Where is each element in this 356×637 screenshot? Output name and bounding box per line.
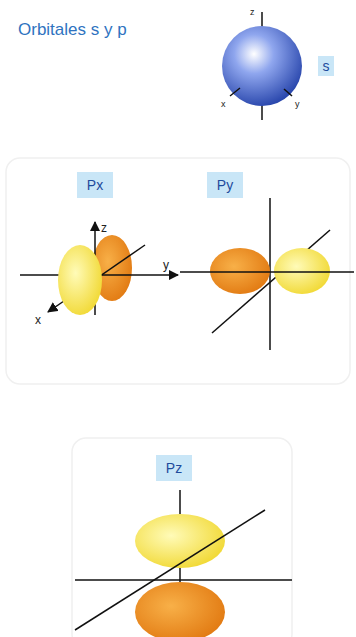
orbital-label-box: Py xyxy=(207,172,243,198)
pz-orbital xyxy=(75,490,292,637)
axis-line xyxy=(75,510,265,630)
orbital-name: Pz xyxy=(166,461,182,475)
diagram-title: Orbitales s y p xyxy=(18,21,127,40)
orbital-name: s xyxy=(323,59,330,73)
orbital-label-box: s xyxy=(318,56,334,76)
axis-label: y xyxy=(295,100,300,109)
orbital-lobe xyxy=(210,248,270,294)
axis-line xyxy=(261,12,263,28)
orbital-name: Py xyxy=(217,178,233,192)
orbital-name: Px xyxy=(87,178,103,192)
panel-outline xyxy=(6,158,350,384)
orbital-label-box: Pz xyxy=(156,455,192,481)
axis-line xyxy=(261,104,263,120)
px-orbital xyxy=(20,222,178,315)
axis-label: z xyxy=(250,8,255,17)
py-orbital xyxy=(180,198,354,350)
s-sphere xyxy=(222,26,302,106)
axis-label: x xyxy=(35,314,41,326)
orbital-lobe xyxy=(58,245,102,315)
axis-line xyxy=(230,88,240,96)
orbital-lobe xyxy=(135,514,225,568)
axis-label: x xyxy=(221,100,226,109)
panel-outline xyxy=(72,438,292,637)
axis-line xyxy=(284,89,292,96)
s-orbital xyxy=(222,12,302,120)
orbital-lobe xyxy=(135,582,225,637)
axis-line xyxy=(180,271,354,273)
axis-label: y xyxy=(163,259,169,271)
orbital-label-box: Px xyxy=(77,172,113,198)
axis-line xyxy=(75,579,292,581)
axis-label: z xyxy=(101,222,107,234)
orbital-lobe xyxy=(274,248,330,294)
